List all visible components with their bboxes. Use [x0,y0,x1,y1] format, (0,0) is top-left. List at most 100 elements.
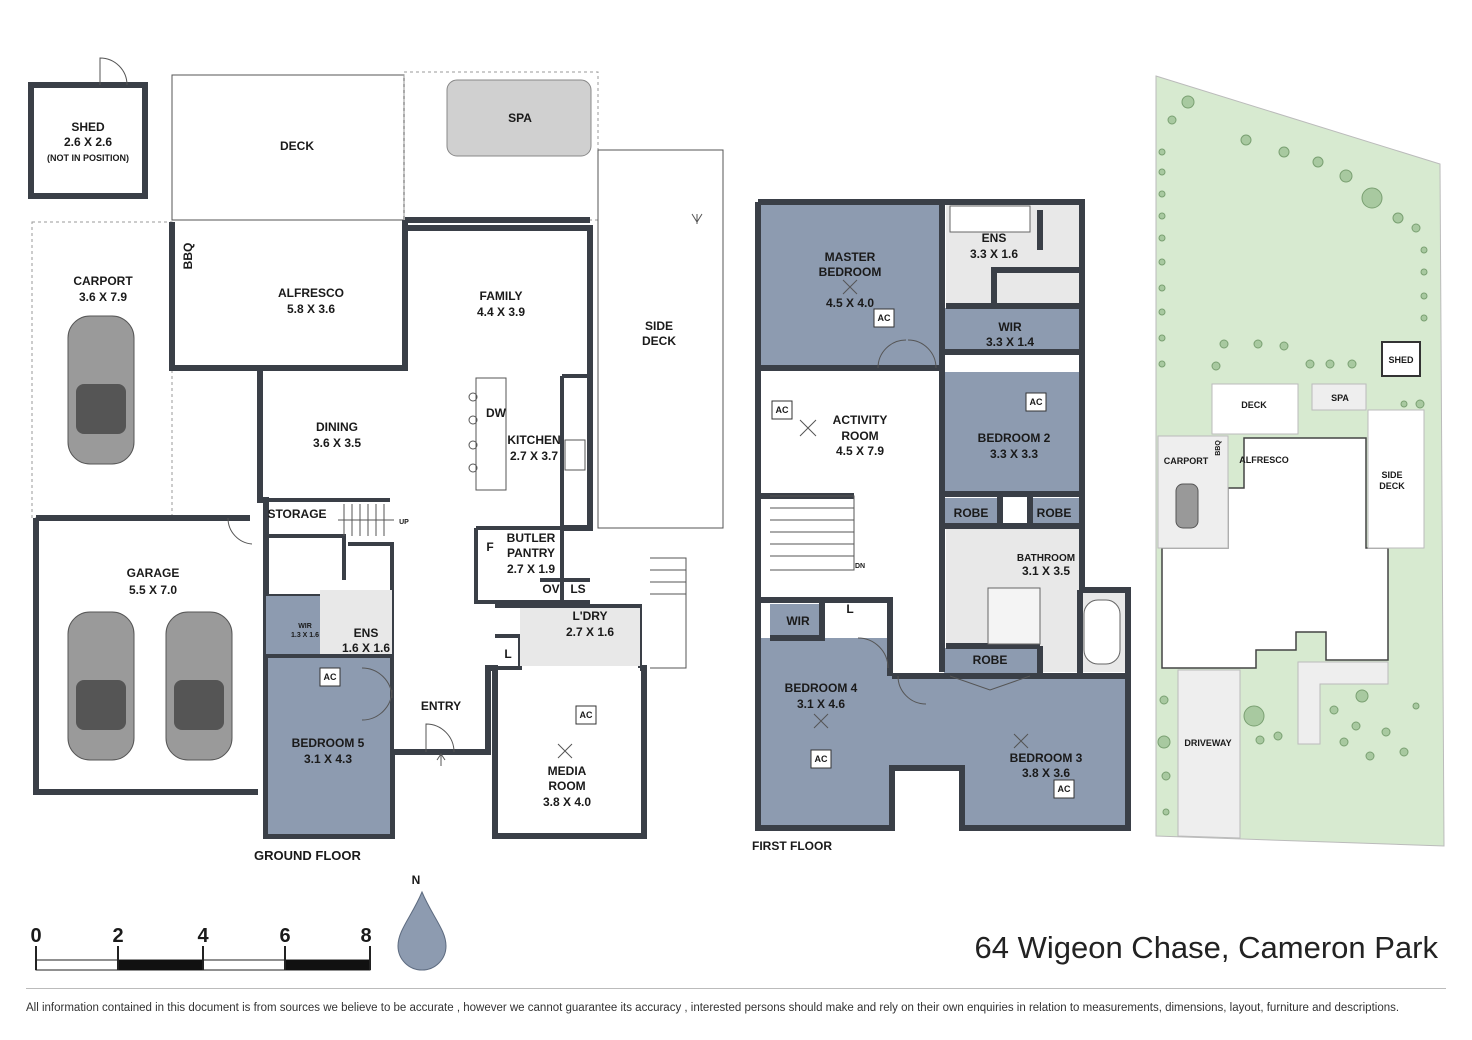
bath-tub [1083,599,1121,665]
master-ac: AC [878,313,891,323]
bedroom3-fill [890,676,1126,826]
fridge-label: F [486,540,493,554]
wir-dims: 1.3 X 1.6 [291,632,319,639]
ens-ff-dims: 3.3 X 1.6 [970,247,1018,261]
media-ac: AC [580,710,593,720]
butler-dims: 2.7 X 1.9 [507,562,555,576]
bedroom2-label: BEDROOM 2 [978,431,1051,445]
site-shed [1381,341,1421,377]
ens-dims: 1.6 X 1.6 [342,641,390,655]
laundry-fill [520,608,640,666]
bedroom2-dims: 3.3 X 3.3 [990,447,1038,461]
bedroom4-fill [760,638,890,826]
carport-label: CARPORT [73,274,133,288]
bedroom3-ac: AC [1058,784,1071,794]
robe-label-1: ROBE [954,506,989,520]
activity-fan [799,419,817,437]
master-dims: 4.5 X 4.0 [826,296,874,310]
alfresco-dims: 5.8 X 3.6 [287,302,335,316]
site-alfresco-label: ALFRESCO [1239,455,1289,465]
scale-label-0: 0 [30,925,41,947]
carport-dims: 3.6 X 7.9 [79,290,127,304]
ground-floor: SHED 2.6 X 2.6 (NOT IN POSITION) DECK SP… [28,57,724,863]
activity-dims: 4.5 X 7.9 [836,444,884,458]
butler-label: BUTLER [507,531,556,545]
wir-label: WIR [298,623,312,630]
linen-label: L [504,647,511,661]
first-floor-walls [755,199,1131,831]
garage-car-1 [67,611,135,761]
site-house [1161,437,1389,669]
master-door [877,339,937,369]
shed-outline [28,82,148,199]
ens-fill [320,590,392,656]
compass-n-label: N [412,873,421,887]
bedroom4-label: BEDROOM 4 [785,681,858,695]
bedroom4-fan [813,713,829,729]
ens-ff-label: ENS [982,231,1007,245]
bedroom3-label: BEDROOM 3 [1010,751,1083,765]
bedroom5-label: BEDROOM 5 [292,736,365,750]
vanity-ff [949,205,1031,233]
spa-label: SPA [508,111,532,125]
robe-label-3: ROBE [973,653,1008,667]
ground-floor-title: GROUND FLOOR [254,848,361,863]
family-dims: 4.4 X 3.9 [477,305,525,319]
ff-stairs [770,495,855,571]
media-label: MEDIA [548,764,587,778]
shed-label: SHED [71,120,105,134]
bedroom5-dims: 3.1 X 4.3 [304,752,352,766]
side-deck-label-2: DECK [642,334,676,348]
site-side-deck-label: DECK [1379,481,1405,491]
footer-divider [26,988,1446,989]
garage-dims: 5.5 X 7.0 [129,583,177,597]
wir-ff-fill [770,604,822,636]
laundry-label: L'DRY [572,609,607,623]
ens-label: ENS [354,626,379,640]
alfresco-label: ALFRESCO [278,286,344,300]
garage-car-2 [165,611,233,761]
bedroom3-fan [1013,733,1029,749]
bedroom5-ac: AC [324,672,337,682]
site-trees [1157,95,1428,816]
first-floor: MASTER BEDROOM 4.5 X 4.0 AC ENS 3.3 X 1.… [752,199,1131,853]
property-address: 64 Wigeon Chase, Cameron Park [974,930,1438,965]
shed-dims: 2.6 X 2.6 [64,135,112,149]
scale-label-4: 4 [197,925,209,947]
dw-label: DW [486,406,507,420]
side-deck-area [597,149,724,529]
cooktop [564,439,586,471]
kitchen-label: KITCHEN [507,433,560,447]
site-spa-label: SPA [1331,393,1349,403]
storage-label: STORAGE [267,507,326,521]
shower-ff [987,587,1041,645]
bedroom4-ac: AC [815,754,828,764]
shed-note: (NOT IN POSITION) [47,153,129,163]
bedroom5-door [361,667,393,721]
robe3-doors [949,675,1031,691]
garage-walls [33,515,258,795]
compass-drop [397,890,447,971]
site-plan: SHED DECK SPA CARPORT BBQ ALFRESCO SIDE … [1155,75,1445,847]
activity-ac: AC [776,405,789,415]
outside-stairs [650,557,687,669]
shed-door [99,57,128,86]
wir-master-dims: 3.3 X 1.4 [986,335,1034,349]
site-path [1297,661,1389,745]
site-spa [1311,383,1367,411]
wir-master-fill [942,308,1080,350]
wir-fill [266,596,320,656]
robe-fill-1 [944,498,1000,524]
media-dims: 3.8 X 4.0 [543,795,591,809]
activity-label: ACTIVITY [833,413,888,427]
butler-label-2: PANTRY [507,546,555,560]
side-deck-arrow [691,213,703,224]
bed3-door [897,675,927,705]
deck-label: DECK [280,139,314,153]
master-label-2: BEDROOM [819,265,882,279]
site-deck [1211,383,1299,435]
site-side-deck [1367,409,1425,549]
wir-ff-label: WIR [786,614,810,628]
linen-ff-label: L [846,602,853,616]
